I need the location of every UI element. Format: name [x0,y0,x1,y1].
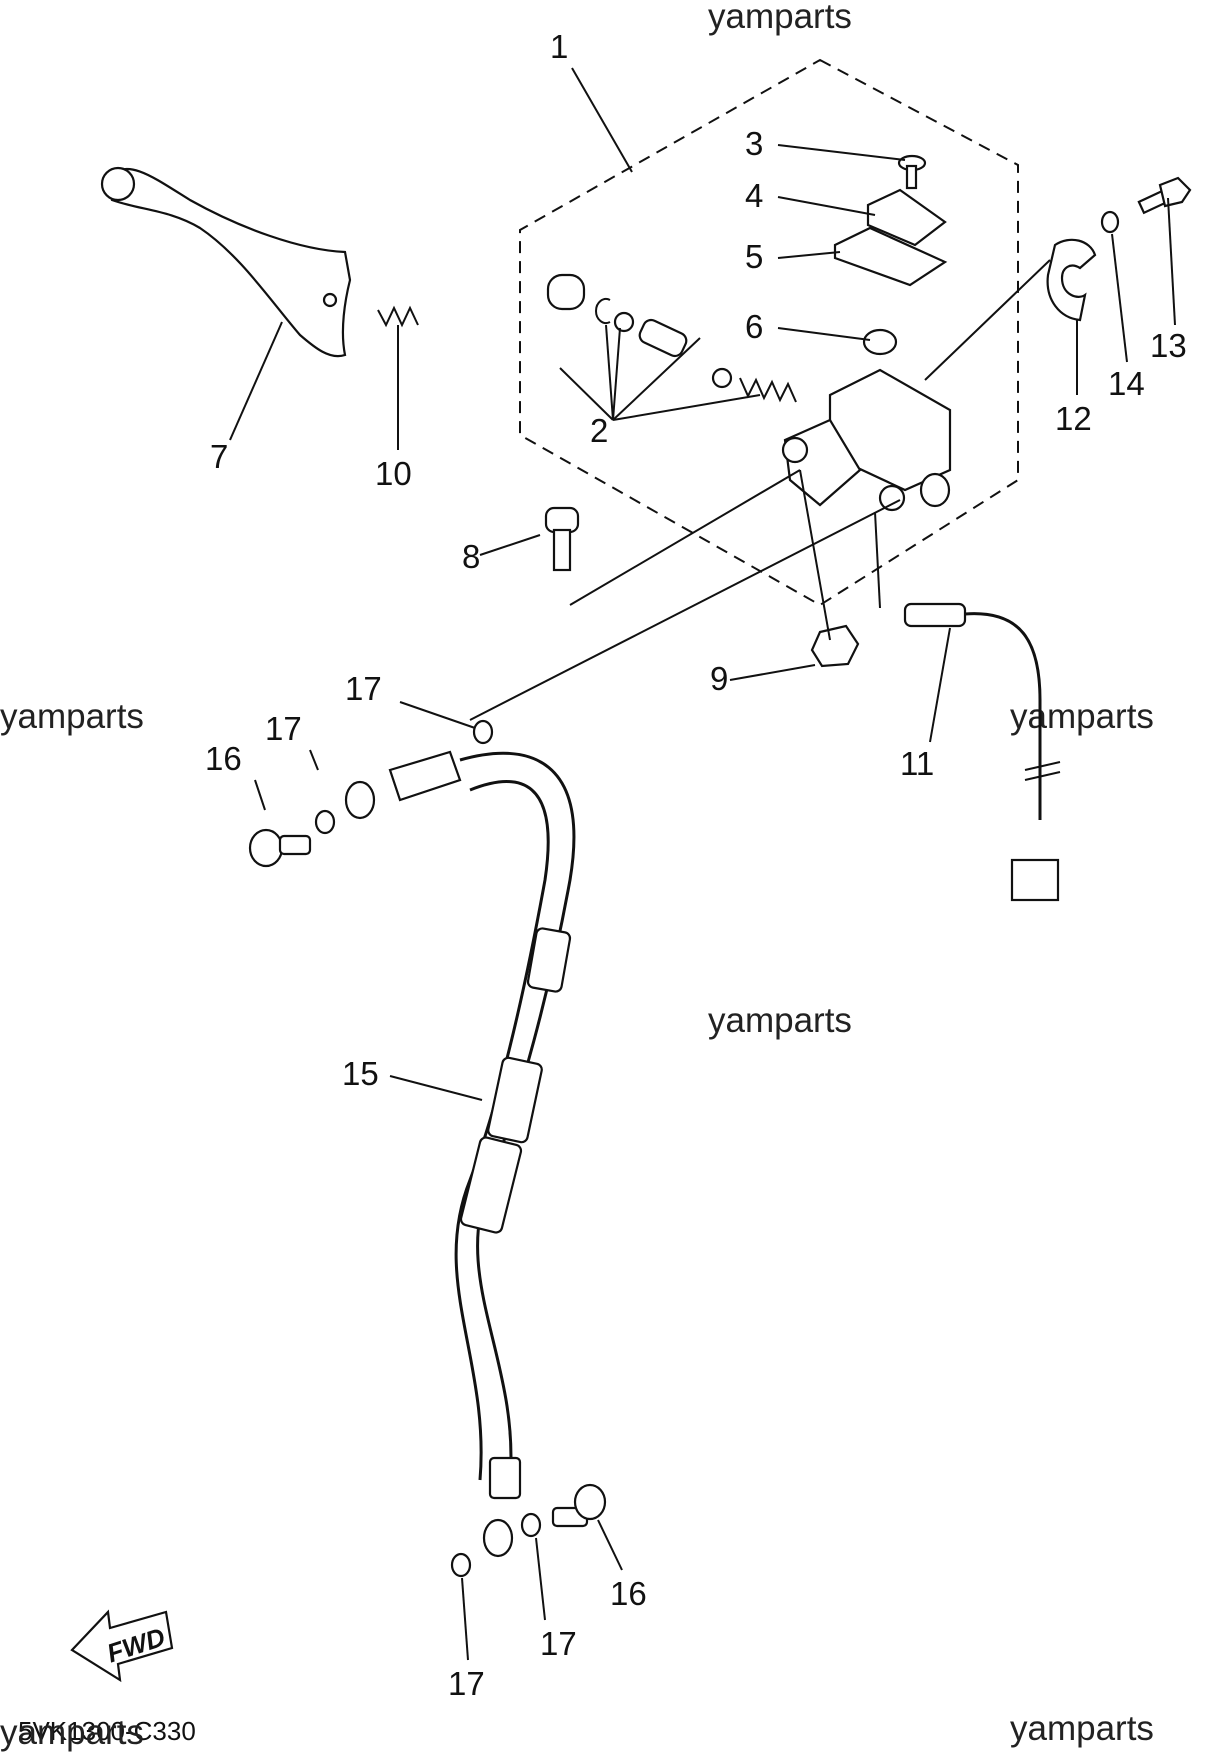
callout-8: 8 [462,538,480,575]
callout-2: 2 [590,412,608,449]
callout-3: 3 [745,125,763,162]
master-cylinder-assembly-boundary [519,58,1019,607]
watermark-center: yamparts [708,1001,852,1040]
reservoir-cap[interactable] [866,188,947,247]
union-bolt-top[interactable] [248,828,312,868]
union-bolt-bottom[interactable] [551,1483,607,1528]
watermark-left: yamparts [0,697,144,736]
callout-11: 11 [900,745,934,782]
holder-bolt[interactable] [1137,176,1192,215]
callout-17-bottom-b: 17 [448,1665,485,1702]
callout-14: 14 [1108,365,1145,402]
callout-13: 13 [1150,327,1187,364]
callout-17-top-b: 17 [265,710,302,747]
lever-pivot-bolt[interactable] [544,506,580,572]
cap-screw[interactable] [897,154,927,190]
sight-glass[interactable] [862,328,898,356]
watermark-right: yamparts [1010,697,1154,736]
copper-washer-top-a[interactable] [314,809,336,835]
fwd-arrow: FWD [70,1609,174,1683]
callout-10: 10 [375,455,412,492]
callout-5: 5 [745,238,763,275]
brake-lever[interactable] [100,166,352,358]
watermark-top: yamparts [708,0,852,36]
diagram-code: 5VK1300-C330 [18,1716,196,1746]
callout-4: 4 [745,177,763,214]
watermark-bottom-right: yamparts [1010,1709,1154,1748]
copper-washer-top-b[interactable] [472,719,494,745]
master-cylinder-body[interactable] [781,368,952,512]
callout-16-top: 16 [205,740,242,777]
copper-washer-bottom-b[interactable] [520,1512,542,1538]
piston-kit[interactable] [546,273,797,403]
holder-washer[interactable] [1100,210,1120,234]
front-brake-switch[interactable] [903,602,1061,902]
callout-7: 7 [210,438,228,475]
callout-9: 9 [710,660,728,697]
callout-1: 1 [550,28,568,65]
callout-16-bottom: 16 [610,1575,647,1612]
handlebar-holder[interactable] [1046,238,1097,322]
callout-17-bottom-a: 17 [540,1625,577,1662]
lever-spring[interactable] [377,305,419,328]
watermark-bottom-left: yamparts [0,1713,144,1752]
leader-lines [229,67,1176,1661]
callout-17-top-a: 17 [345,670,382,707]
diaphragm[interactable] [833,226,948,287]
copper-washer-bottom-a[interactable] [450,1552,472,1578]
callout-6: 6 [745,308,763,345]
pivot-nut[interactable] [810,624,860,668]
callout-12: 12 [1055,400,1092,437]
brake-hose[interactable] [344,750,576,1558]
callout-15: 15 [342,1055,379,1092]
